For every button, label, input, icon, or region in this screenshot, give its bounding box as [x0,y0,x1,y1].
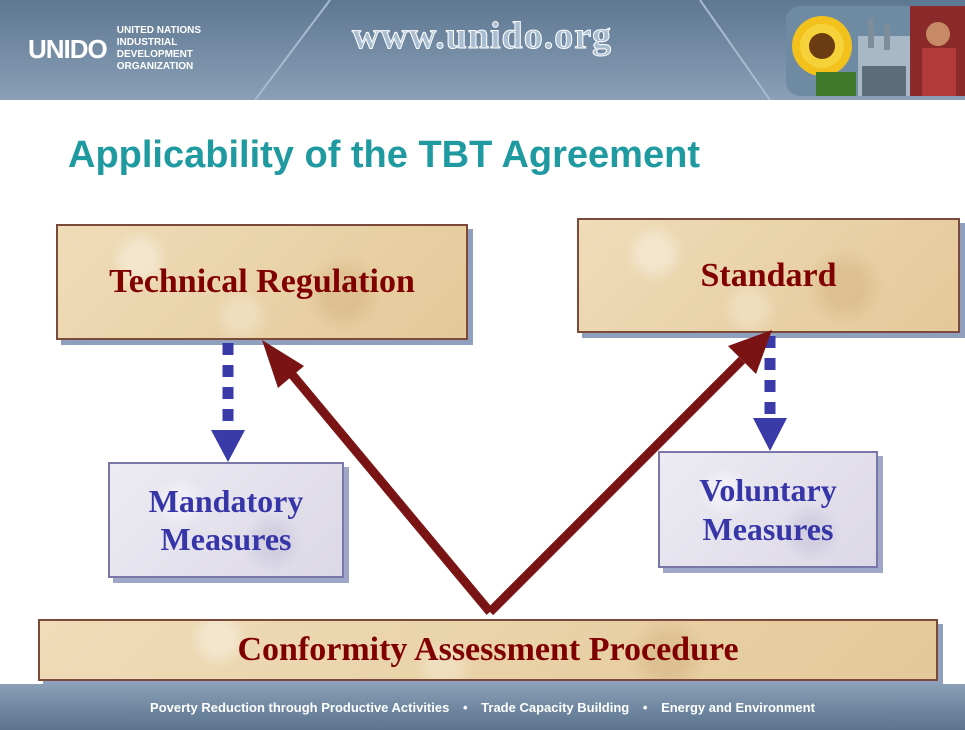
standard-label: Standard [700,256,837,294]
site-url: www.unido.org [351,15,613,58]
footer-separator: • [462,699,468,715]
org-name-line1: UNITED NATIONS [116,25,202,36]
org-name-line2: INDUSTRIAL DEVELOPMENT ORGANIZATION [116,37,194,72]
footer-separator: • [642,699,648,715]
voluntary-label-line1: Voluntary [699,472,837,509]
factory-icon [858,18,910,96]
technical-regulation-box: Technical Regulation [56,224,468,340]
header-photos [786,6,965,96]
voluntary-label-line2: Measures [702,510,834,547]
footer-banner: Poverty Reduction through Productive Act… [0,684,965,730]
sunflower-icon [792,16,856,96]
unido-logo-mark: UNIDO [28,33,108,64]
footer-item-energy: Energy and Environment [661,699,815,715]
unido-logo: UNIDO UNITED NATIONS INDUSTRIAL DEVELOPM… [28,24,238,74]
header-banner: UNIDO UNITED NATIONS INDUSTRIAL DEVELOPM… [0,0,965,100]
mandatory-measures-box: Mandatory Measures [108,462,344,578]
technical-regulation-label: Technical Regulation [109,263,415,300]
dashed-arrow-to-mandatory [211,343,245,462]
worker-photo-icon [910,6,965,96]
conformity-assessment-box: Conformity Assessment Procedure [38,619,938,681]
standard-box: Standard [577,218,960,333]
header-curve-decoration [254,0,771,100]
mandatory-label-line2: Measures [160,521,292,557]
conformity-assessment-label: Conformity Assessment Procedure [237,631,739,668]
slide-title: Applicability of the TBT Agreement [68,134,700,176]
mandatory-label-line1: Mandatory [148,482,304,519]
voluntary-measures-box: Voluntary Measures [658,451,878,568]
org-name: UNITED NATIONS INDUSTRIAL DEVELOPMENT OR… [117,25,238,73]
footer-item-trade: Trade Capacity Building [481,699,630,715]
footer-tagline: Poverty Reduction through Productive Act… [150,700,815,715]
footer-item-poverty: Poverty Reduction through Productive Act… [150,699,450,715]
dashed-arrow-to-voluntary [753,336,787,451]
